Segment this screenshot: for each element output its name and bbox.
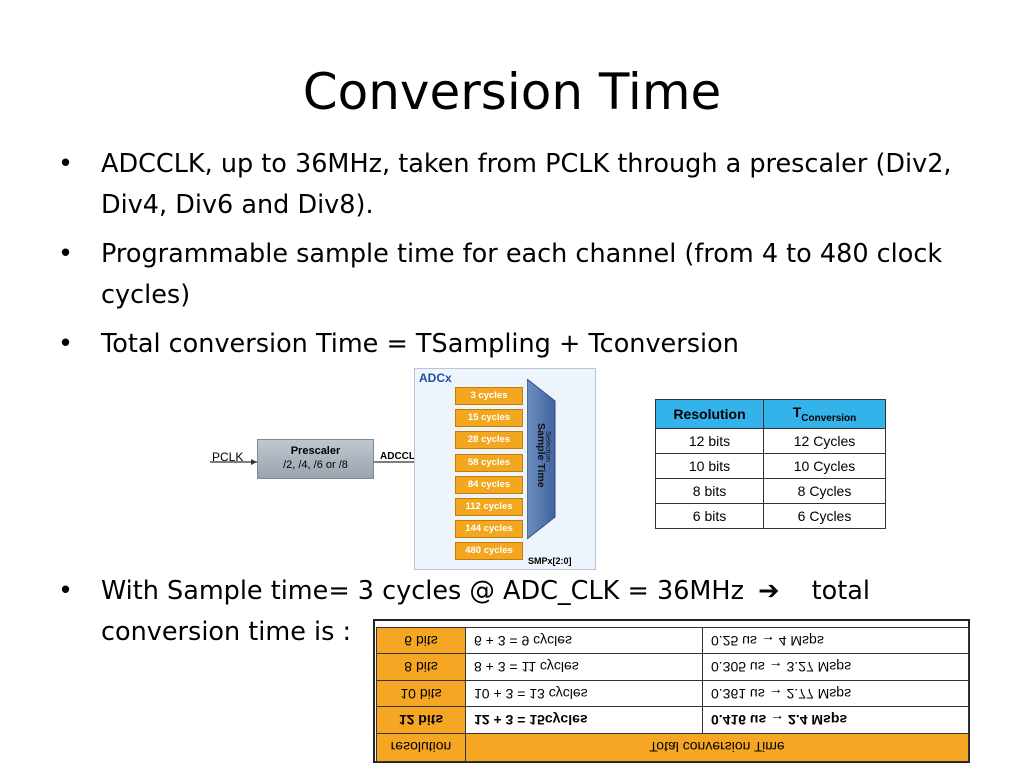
t-subscript: Conversion [801,412,857,424]
table-cell: 10 bits [655,453,764,479]
cycle-option: 112 cycles [455,497,523,516]
pclk-label: PCLK [212,450,244,464]
table-cell: 12 Cycles [763,428,886,454]
table-cell: 0.361 us → 2.77 Msps [702,680,969,707]
resolution-table: Resolution TConversion 12 bits 12 Cycles… [655,399,886,529]
smpx-label: SMPx[2:0] [528,556,572,566]
table-header-cell: Resolution [655,399,764,429]
table-row: 8 bits 8 Cycles [655,478,886,504]
table-header-row: resolution Total conversion Time [376,733,969,762]
table-cell: 10 + 3 = 13 cycles [465,680,703,707]
bullet-dot-icon: • [58,239,74,269]
prescaler-values: /2, /4, /6 or /8 [283,459,348,471]
bullet-text: ADCCLK, up to 36MHz, taken from PCLK thr… [101,149,952,220]
table-row: 8 bits 8 + 3 = 11 cycles 0.305 us → 3.27… [376,654,969,681]
adc-sample-time-diagram: PCLK Prescaler /2, /4, /6 or /8 ADCCLK A… [200,366,600,571]
arrow-right-icon: ➔ [758,576,780,606]
table-cell: 10 Cycles [763,453,886,479]
table-cell: 0.305 us → 3.27 Msps [702,654,969,681]
mux-title: Sample Time [535,423,547,488]
bullet-dot-icon: • [58,576,74,606]
table-row: 10 bits 10 + 3 = 13 cycles 0.361 us → 2.… [376,680,969,707]
prescaler-title: Prescaler [290,445,341,457]
table-row: 6 bits 6 + 3 = 9 cycles 0.25 us → 4 Msps [376,627,969,654]
table-cell: 8 Cycles [763,478,886,504]
bullet-text: Programmable sample time for each channe… [101,239,943,310]
conversion-table-frame [373,619,970,763]
table-cell: 6 + 3 = 9 cycles [465,627,703,654]
bullet-item: • Programmable sample time for each chan… [58,234,958,316]
cycle-option: 3 cycles [455,387,523,405]
adc-label: ADCx [419,371,452,385]
cycle-option: 58 cycles [455,453,523,472]
sample-time-mux: Sample Time Selection [527,379,556,539]
table-cell: 6 Cycles [763,503,886,529]
table-cell: 8 + 3 = 11 cycles [465,654,703,681]
conversion-time-table-mirrored: resolution Total conversion Time 12 bits… [376,622,969,762]
table-cell: 10 bits [376,680,466,707]
table-cell: 0.25 us → 4 Msps [702,627,969,654]
table-cell: 12 bits [655,428,764,454]
cycle-option: 84 cycles [455,475,523,494]
adc-block: ADCx 3 cycles 15 cycles 28 cycles 58 cyc… [414,368,596,570]
bullet-dot-icon: • [58,149,74,179]
bullet-item-sample-time: • With Sample time= 3 cycles @ ADC_CLK =… [58,571,1001,653]
bullet-text: Total conversion Time = TSampling + Tcon… [101,329,739,359]
table-row: 12 bits 12 Cycles [655,428,886,454]
bullet-text-suffix: total conversion time is : [101,576,870,647]
bullet-item: • ADCCLK, up to 36MHz, taken from PCLK t… [58,144,958,226]
conversion-time-table: resolution Total conversion Time 12 bits… [376,627,969,762]
bullet-list: • ADCCLK, up to 36MHz, taken from PCLK t… [58,144,958,373]
table-cell: 12 + 3 = 15cycles [465,707,703,734]
table-row: 10 bits 10 Cycles [655,453,886,479]
table-cell: 6 bits [376,627,466,654]
table-row: 12 bits 12 + 3 = 15cycles 0.416 us → 2.4… [376,707,969,734]
slide-title: Conversion Time [302,63,722,121]
cycle-option: 480 cycles [455,542,523,561]
table-header-row: Resolution TConversion [655,399,886,429]
table-cell: 8 bits [376,654,466,681]
cycle-option: 144 cycles [455,520,523,539]
adcclk-label: ADCCLK [380,451,423,462]
table-cell: 6 bits [655,503,764,529]
cycle-option: 15 cycles [455,409,523,428]
bullet-item: • Total conversion Time = TSampling + Tc… [58,324,958,365]
mux-subtitle: Selection [544,431,553,462]
table-header-cell: Total conversion Time [465,733,969,762]
cycle-options: 3 cycles 15 cycles 28 cycles 58 cycles 8… [455,387,523,565]
bullet-text: With Sample time= 3 cycles @ ADC_CLK = 3… [101,576,744,606]
table-row: 6 bits 6 Cycles [655,503,886,529]
table-cell: 12 bits [376,707,466,734]
table-header-cell: resolution [376,733,466,762]
cycle-option: 28 cycles [455,431,523,450]
table-cell: 0.416 us → 2.4 Msps [702,707,969,734]
table-header-cell: TConversion [763,399,886,429]
t-symbol: T [792,404,802,421]
bullet-dot-icon: • [58,329,74,359]
table-cell: 8 bits [655,478,764,504]
prescaler-block: Prescaler /2, /4, /6 or /8 [257,439,374,479]
